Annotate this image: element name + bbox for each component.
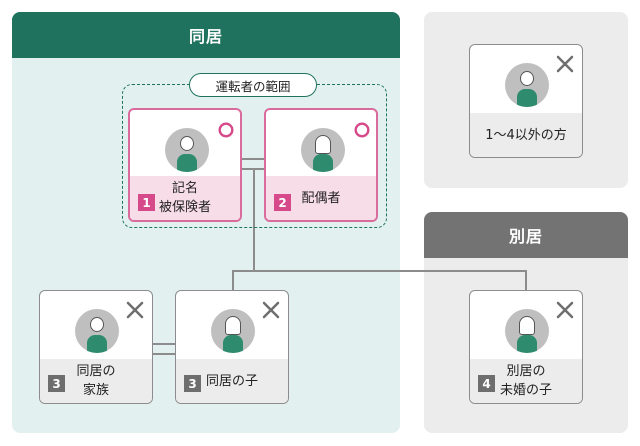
cross-mark-icon xyxy=(556,55,574,73)
circle-mark-icon xyxy=(218,122,234,138)
connector-couple-top xyxy=(242,158,264,160)
family-card: 同居の 家族 3 xyxy=(39,290,153,404)
avatar-female-icon xyxy=(301,128,345,172)
badge-3: 3 xyxy=(48,375,65,392)
child-card: 同居の子 3 xyxy=(175,290,289,404)
driver-scope-label: 運転者の範囲 xyxy=(189,73,317,97)
connector-family-top xyxy=(153,343,175,345)
connector-unmarried xyxy=(525,270,527,290)
child-label: 同居の子 xyxy=(205,373,258,389)
others-card: 1～4以外の方 xyxy=(469,44,583,158)
badge-3: 3 xyxy=(184,375,201,392)
unmarried-child-card: 別居の 未婚の子 4 xyxy=(469,290,583,404)
cross-mark-icon xyxy=(262,301,280,319)
avatar-female-icon xyxy=(505,309,549,353)
separate-header: 別居 xyxy=(424,212,628,258)
avatar-female-icon xyxy=(211,309,255,353)
connector-horizontal xyxy=(232,270,526,272)
cross-mark-icon xyxy=(556,301,574,319)
connector-family-bottom xyxy=(153,353,175,355)
cross-mark-icon xyxy=(126,301,144,319)
badge-4: 4 xyxy=(478,375,495,392)
badge-1: 1 xyxy=(138,194,155,211)
spouse-card: 配偶者 2 xyxy=(264,108,378,222)
avatar-male-icon xyxy=(505,63,549,107)
unmarried-child-label: 別居の 未婚の子 xyxy=(499,364,552,398)
avatar-male-icon xyxy=(75,309,119,353)
insured-card: 記名 被保険者 1 xyxy=(128,108,242,222)
family-label: 同居の 家族 xyxy=(76,364,116,398)
avatar-male-icon xyxy=(165,128,209,172)
circle-mark-icon xyxy=(354,122,370,138)
spouse-label: 配偶者 xyxy=(301,190,341,206)
cohabiting-header: 同居 xyxy=(12,12,400,58)
insured-label: 記名 被保険者 xyxy=(158,181,211,215)
connector-child xyxy=(232,270,234,290)
others-label: 1～4以外の方 xyxy=(485,127,567,143)
badge-2: 2 xyxy=(274,194,291,211)
connector-trunk xyxy=(253,168,255,271)
